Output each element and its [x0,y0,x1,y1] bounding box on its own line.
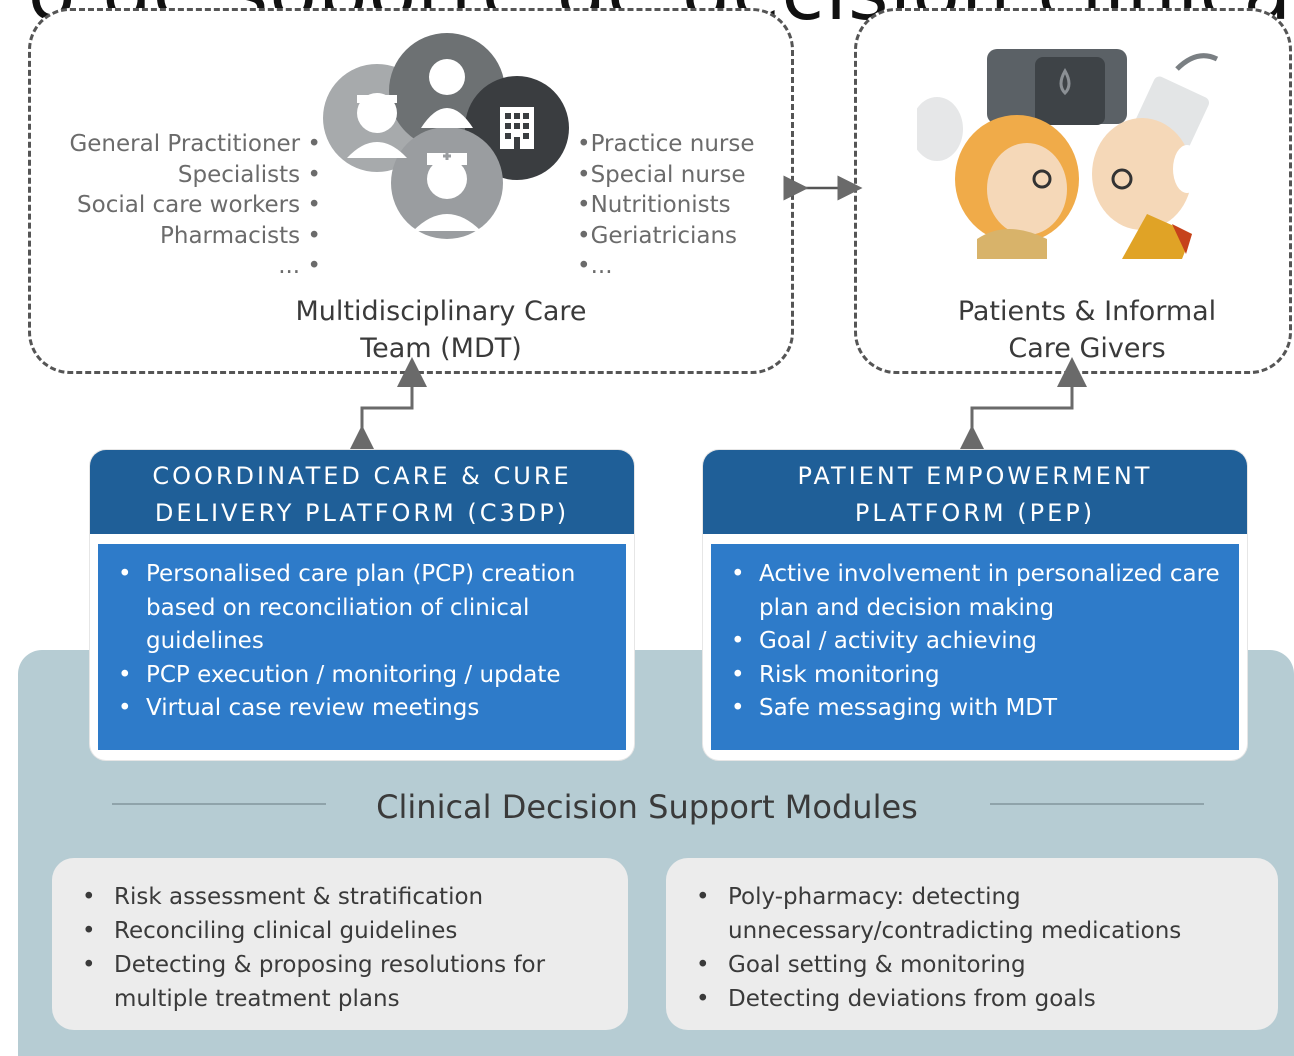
c3dp-title-line1: COORDINATED CARE & CURE [152,462,572,490]
role-item: •Practice nurse [577,131,755,157]
roles-left-list: General Practitioner • Specialists • Soc… [69,129,321,282]
patients-label-line1: Patients & Informal [957,296,1217,327]
role-item: •Special nurse [577,161,746,188]
c3dp-item: PCP execution / monitoring / update [108,659,616,693]
connector-arrows [347,175,1087,455]
roles-left-container: General Practitioner • Specialists • Soc… [31,129,321,289]
roles-right-container: •Practice nurse •Special nurse •Nutritio… [577,129,787,289]
monitor-icon [1035,57,1105,125]
module-right-list: Poly-pharmacy: detecting unnecessary/con… [684,880,1260,1016]
divider-right [990,803,1204,805]
mdt-label-line1: Multidisciplinary Care [295,296,587,327]
module-right: Poly-pharmacy: detecting unnecessary/con… [666,858,1278,1030]
pep-list: Active involvement in personalized care … [721,558,1229,726]
c3dp-platform: COORDINATED CARE & CURE DELIVERY PLATFOR… [90,450,634,760]
pep-header: PATIENT EMPOWERMENT PLATFORM (PEP) [703,450,1247,534]
pep-item: Safe messaging with MDT [721,692,1229,726]
patients-icon [917,49,1219,259]
mouse-icon [917,97,963,161]
module-item: Goal setting & monitoring [684,948,1260,982]
mdt-group: General Practitioner • Specialists • Soc… [28,8,794,374]
c3dp-header: COORDINATED CARE & CURE DELIVERY PLATFOR… [90,450,634,534]
module-item: Reconciling clinical guidelines [70,914,610,948]
pep-body: Active involvement in personalized care … [711,544,1239,750]
role-item: •... [577,253,613,279]
role-item: Specialists • [177,161,321,188]
module-left-list: Risk assessment & stratification Reconci… [70,880,610,1016]
mdt-c3dp-arrow [347,357,427,455]
role-item: Pharmacists • [160,222,321,249]
care-team-icon [323,33,569,239]
divider-left [112,803,326,805]
module-left: Risk assessment & stratification Reconci… [52,858,628,1030]
role-item: General Practitioner • [69,131,321,157]
module-item: Risk assessment & stratification [70,880,610,914]
module-item: Detecting & proposing resolutions for mu… [70,948,610,1016]
pep-title-line2: PLATFORM (PEP) [854,499,1096,527]
module-item: Detecting deviations from goals [684,982,1260,1016]
role-item: •Nutritionists [577,192,731,218]
c3dp-item: Personalised care plan (PCP) creation ba… [108,558,616,659]
pep-item: Risk monitoring [721,659,1229,693]
pep-item: Active involvement in personalized care … [721,558,1229,625]
c3dp-title-line2: DELIVERY PLATFORM (C3DP) [154,499,570,527]
c3dp-list: Personalised care plan (PCP) creation ba… [108,558,616,726]
patients-group: Patients & Informal Care Givers [854,8,1292,374]
role-item: ... • [278,253,321,279]
c3dp-body: Personalised care plan (PCP) creation ba… [98,544,626,750]
module-item: Poly-pharmacy: detecting unnecessary/con… [684,880,1260,948]
role-item: •Geriatricians [577,222,738,249]
pep-platform: PATIENT EMPOWERMENT PLATFORM (PEP) Activ… [703,450,1247,760]
pep-item: Goal / activity achieving [721,625,1229,659]
cdsm-title: Clinical Decision Support Modules [376,788,918,826]
c3dp-item: Virtual case review meetings [108,692,616,726]
pep-title-line1: PATIENT EMPOWERMENT [797,462,1153,490]
man-icon [1092,118,1192,230]
role-item: Social care workers • [77,192,321,218]
patients-pep-arrow [957,357,1087,455]
roles-right-list: •Practice nurse •Special nurse •Nutritio… [577,129,755,282]
